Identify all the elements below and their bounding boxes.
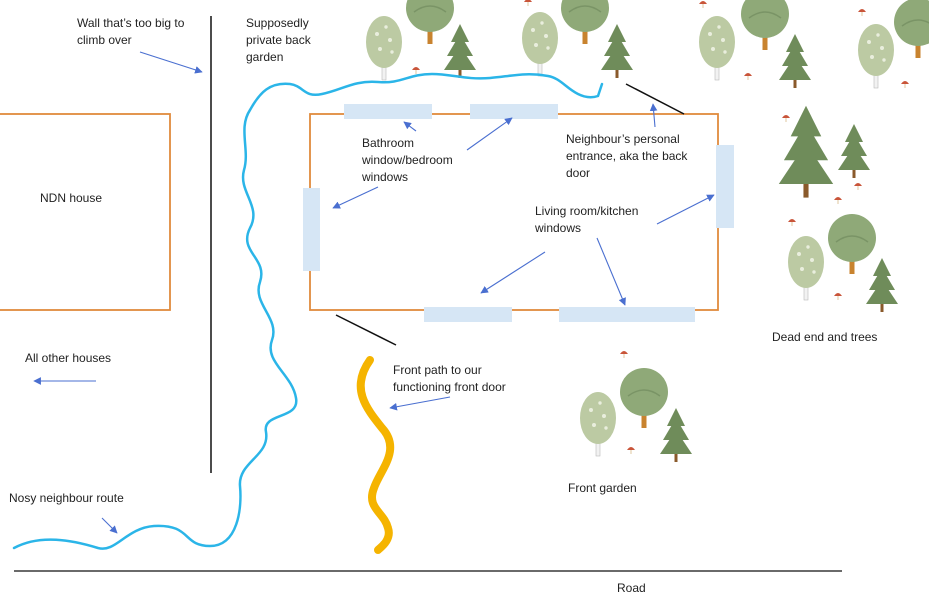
tree-icon: [405, 0, 455, 45]
tree-icon: [365, 15, 403, 81]
mushroom-icon: [834, 293, 842, 300]
mushroom-icon: [782, 115, 790, 122]
arrow-icon: [332, 186, 379, 209]
tree-icon: [740, 0, 790, 51]
ndn-house-label: NDN house: [40, 191, 103, 205]
arrow-icon: [656, 194, 715, 225]
dead-end-label: Dead end and trees: [772, 330, 878, 344]
living-windows-label: Living room/kitchen windows: [535, 204, 639, 235]
back-door-marker: [625, 83, 685, 115]
arrow-icon: [403, 121, 417, 132]
front-door-marker: [335, 314, 397, 346]
window-living-room: [424, 307, 512, 322]
private-garden-label: Supposedly private back garden: [246, 16, 311, 64]
mushroom-icon: [699, 1, 707, 8]
tree-icon: [619, 367, 669, 429]
wall-label: Wall that’s too big to climb over: [77, 16, 185, 47]
front-path-label: Front path to our functioning front door: [393, 363, 506, 394]
window-bedroom: [470, 104, 558, 119]
arrow-icon: [480, 251, 546, 294]
nosy-neighbour-route: [12, 72, 604, 550]
other-houses-label: All other houses: [25, 351, 112, 365]
mushroom-icon: [788, 219, 796, 226]
mushroom-icon: [524, 0, 532, 6]
mushroom-icon: [858, 9, 866, 16]
conifer-icon: [838, 124, 870, 178]
window-west: [303, 188, 320, 271]
arrow-icon: [466, 117, 513, 151]
tree-icon: [521, 11, 559, 77]
arrow-icon: [596, 237, 626, 306]
front-path: [356, 356, 395, 554]
conifer-icon: [660, 408, 692, 462]
window-kitchen: [559, 307, 695, 322]
mushroom-icon: [627, 447, 635, 454]
mushroom-icon: [412, 67, 420, 74]
arrow-icon: [101, 517, 118, 534]
back-door-label: Neighbour’s personal entrance, aka the b…: [566, 132, 688, 180]
tree-icon: [560, 0, 610, 45]
mushroom-icon: [620, 351, 628, 358]
conifer-icon: [601, 24, 633, 78]
tree-icon: [893, 0, 929, 59]
road-label: Road: [617, 581, 646, 595]
arrow-icon: [139, 51, 203, 74]
conifer-icon: [779, 34, 811, 88]
nosy-route-label: Nosy neighbour route: [9, 491, 124, 505]
tree-icon: [857, 23, 895, 89]
window-east: [716, 145, 734, 228]
ndn-house-outline: [0, 113, 171, 311]
tree-icon: [827, 213, 877, 275]
tree-icon: [698, 15, 736, 81]
mushroom-icon: [901, 81, 909, 88]
arrow-icon: [389, 396, 451, 411]
tree-icon: [579, 391, 617, 457]
mushroom-icon: [854, 183, 862, 190]
tree-cluster-dead-end: [778, 105, 898, 312]
window-bathroom: [344, 104, 432, 119]
tree-icon: [787, 235, 825, 301]
tree-cluster-front-garden: [579, 351, 692, 462]
annotation-arrows: [33, 51, 715, 534]
conifer-icon: [778, 105, 834, 198]
mushroom-icon: [744, 73, 752, 80]
arrow-icon: [649, 103, 658, 128]
conifer-icon: [866, 258, 898, 312]
front-garden-label: Front garden: [568, 481, 637, 495]
mushroom-icon: [834, 197, 842, 204]
bathroom-windows-label: Bathroom window/bedroom windows: [362, 136, 453, 184]
conifer-icon: [444, 24, 476, 78]
